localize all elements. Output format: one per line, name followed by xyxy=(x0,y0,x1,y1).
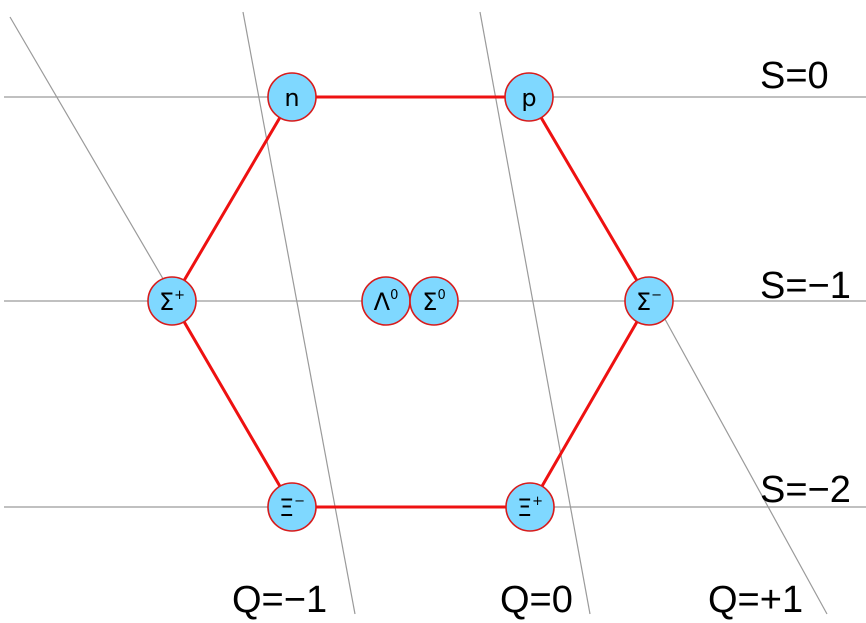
svg-text:n: n xyxy=(284,84,299,112)
particle-xi-plus: Ξ+ xyxy=(505,482,555,532)
edge-sigma-plus-n xyxy=(170,95,294,303)
particle-p: p xyxy=(504,72,554,122)
particle-sigma-minus-charge: − xyxy=(651,288,662,303)
particle-n-symbol: n xyxy=(284,84,299,112)
strangeness-label-minus-1: S=−1 xyxy=(760,265,851,307)
strangeness-label-0: S=0 xyxy=(760,55,829,97)
edge-sigma-minus-xi-plus xyxy=(528,299,651,509)
charge-label-0: Q=0 xyxy=(500,579,573,621)
charge-label-minus-1: Q=−1 xyxy=(232,579,327,621)
particle-sigma-plus-charge: + xyxy=(174,288,185,303)
charge-label-plus-1: Q=+1 xyxy=(708,579,803,621)
particle-xi-minus-charge: − xyxy=(294,494,305,509)
edge-p-sigma-minus xyxy=(527,95,651,303)
svg-text:Σ+: Σ+ xyxy=(159,288,185,316)
particle-sigma-minus: Σ− xyxy=(624,276,674,326)
particle-lambda-0-charge: 0 xyxy=(390,288,398,303)
particle-n: n xyxy=(267,72,317,122)
svg-text:Σ−: Σ− xyxy=(636,288,662,316)
particle-p-symbol: p xyxy=(521,84,536,112)
svg-text:p: p xyxy=(521,84,536,112)
charge-line-left xyxy=(9,16,177,302)
particle-sigma-plus-symbol: Σ xyxy=(159,288,174,316)
particle-sigma-0-charge: 0 xyxy=(437,288,445,303)
particle-xi-plus-symbol: Ξ xyxy=(517,494,532,522)
particle-sigma-plus: Σ+ xyxy=(147,276,197,326)
svg-text:Σ0: Σ0 xyxy=(422,288,445,316)
particle-xi-minus-symbol: Ξ xyxy=(279,494,294,522)
edge-xi-minus-sigma-plus xyxy=(170,299,294,509)
svg-text:Ξ−: Ξ− xyxy=(279,494,305,522)
particle-xi-plus-charge: + xyxy=(532,494,543,509)
charge-line-minus-1 xyxy=(242,11,356,615)
particle-sigma-0: Σ0 xyxy=(409,276,459,326)
particle-xi-minus: Ξ− xyxy=(267,482,317,532)
particle-sigma-minus-symbol: Σ xyxy=(636,288,651,316)
particle-sigma-0-symbol: Σ xyxy=(422,288,437,316)
charge-line-plus-1 xyxy=(654,300,828,615)
svg-text:Ξ+: Ξ+ xyxy=(517,494,543,522)
charge-line-0 xyxy=(479,11,591,615)
particle-lambda-0-symbol: Λ xyxy=(374,288,391,316)
strangeness-label-minus-2: S=−2 xyxy=(760,469,851,511)
particle-lambda-0: Λ0 xyxy=(361,276,411,326)
svg-text:Λ0: Λ0 xyxy=(374,288,399,316)
